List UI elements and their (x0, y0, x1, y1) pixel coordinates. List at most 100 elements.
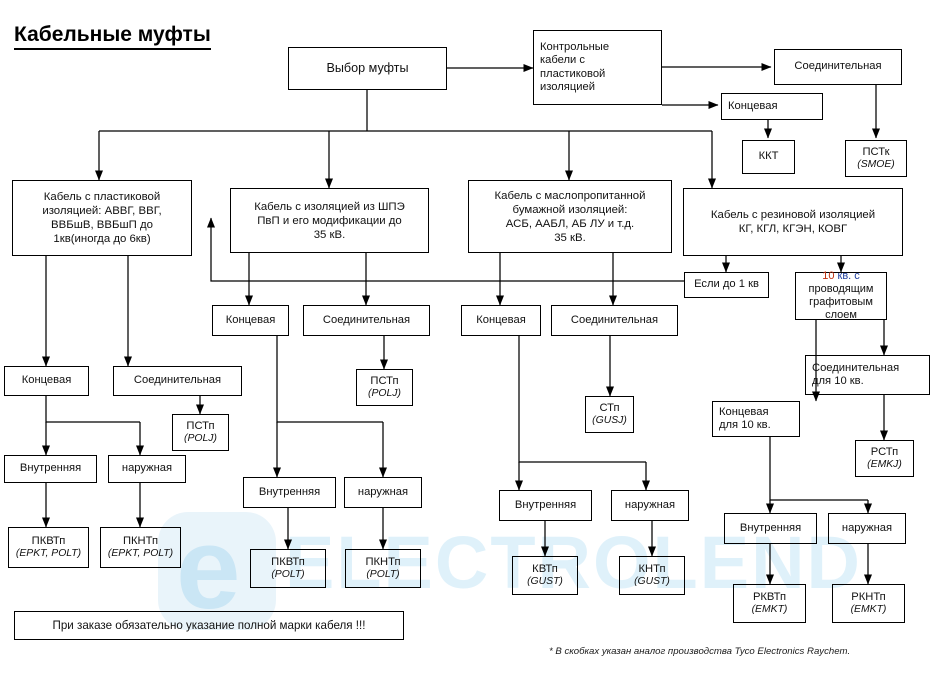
node-xlpe-terminal-label: Концевая (225, 313, 276, 326)
node-pstk-label: ПСТк (862, 145, 890, 158)
node-plastic-pkvtp-analog: (EPKT, POLT) (15, 548, 82, 560)
node-control-cable-label: Контрольные кабели с пластиковой изоляци… (540, 41, 610, 93)
node-rubber-terminal-10kv[interactable]: Концевая для 10 кв. (712, 401, 800, 437)
node-paper-joint[interactable]: Соединительная (551, 305, 678, 336)
node-xlpe-pstp-analog: (POLJ) (368, 388, 401, 400)
order-note-label: При заказе обязательно указание полной м… (52, 618, 366, 632)
node-plastic-pstp-label: ПСТп (186, 419, 215, 432)
node-xlpe-joint[interactable]: Соединительная (303, 305, 430, 336)
node-paper-knhtp-analog: (GUST) (634, 576, 670, 588)
node-rubber-rstp-analog: (EMKJ) (867, 459, 902, 471)
node-xlpe-terminal[interactable]: Концевая (212, 305, 289, 336)
node-rubber-rkvtp[interactable]: РКВТп (EMKT) (733, 584, 806, 623)
node-plastic-outdoor-label: наружная (121, 462, 173, 475)
node-plastic-terminal[interactable]: Концевая (4, 366, 89, 396)
node-category-plastic-label: Кабель с пластиковой изоляцией: АВВГ, ВВ… (42, 191, 162, 245)
node-category-paper-label: Кабель с маслопропитанной бумажной изоля… (494, 189, 646, 244)
node-category-rubber-label: Кабель с резиновой изоляцией КГ, КГЛ, КГ… (710, 209, 876, 235)
node-plastic-pknhtp[interactable]: ПКНТп (EPKT, POLT) (100, 527, 181, 568)
node-plastic-pkvtp[interactable]: ПКВТп (EPKT, POLT) (8, 527, 89, 568)
node-paper-terminal-label: Концевая (476, 313, 526, 326)
node-category-xlpe[interactable]: Кабель с изоляцией из ШПЭ ПвП и его моди… (230, 188, 429, 253)
node-rubber-rknhtp-analog: (EMKT) (850, 604, 887, 616)
node-xlpe-outdoor[interactable]: наружная (344, 477, 422, 508)
node-xlpe-outdoor-label: наружная (357, 485, 409, 498)
node-plastic-pknhtp-label: ПКНТп (122, 534, 159, 547)
node-plastic-joint[interactable]: Соединительная (113, 366, 242, 396)
node-graphite-layer-line1: 10 кв. с (822, 270, 860, 283)
node-paper-outdoor-label: наружная (624, 498, 676, 511)
node-if-up-to-1kv-label: Если до 1 кв (694, 278, 759, 291)
node-plastic-indoor[interactable]: Внутренняя (4, 455, 97, 483)
node-rubber-rstp[interactable]: РСТп (EMKJ) (855, 440, 914, 477)
node-rubber-outdoor-label: наружная (841, 521, 893, 534)
node-pstk[interactable]: ПСТк (SMOE) (845, 140, 907, 177)
node-category-paper[interactable]: Кабель с маслопропитанной бумажной изоля… (468, 180, 672, 253)
node-paper-outdoor[interactable]: наружная (611, 490, 689, 521)
node-rubber-joint-10kv[interactable]: Соединительная для 10 кв. (805, 355, 930, 395)
node-paper-terminal[interactable]: Концевая (461, 305, 541, 336)
node-xlpe-pknhtp-analog: (POLT) (366, 569, 400, 581)
node-paper-stp-analog: (GUSJ) (592, 415, 627, 427)
node-control-terminal[interactable]: Концевая (721, 93, 823, 120)
node-category-rubber[interactable]: Кабель с резиновой изоляцией КГ, КГЛ, КГ… (683, 188, 903, 256)
node-rubber-rknhtp[interactable]: РКНТп (EMKT) (832, 584, 905, 623)
node-control-joint[interactable]: Соединительная (774, 49, 902, 85)
node-control-cable[interactable]: Контрольные кабели с пластиковой изоляци… (533, 30, 662, 105)
node-rubber-rknhtp-label: РКНТп (851, 590, 886, 603)
node-root[interactable]: Выбор муфты (288, 47, 447, 90)
node-control-joint-label: Соединительная (794, 60, 882, 73)
node-graphite-value: 10 (822, 270, 835, 283)
node-plastic-pstp-analog: (POLJ) (184, 433, 217, 445)
node-rubber-terminal-10kv-label: Концевая для 10 кв. (719, 405, 771, 431)
node-category-plastic[interactable]: Кабель с пластиковой изоляцией: АВВГ, ВВ… (12, 180, 192, 256)
node-paper-kvtp-label: КВТп (532, 562, 558, 575)
node-plastic-pstp[interactable]: ПСТп (POLJ) (172, 414, 229, 451)
node-graphite-layer-rest: проводящим графитовым слоем (808, 283, 874, 321)
node-paper-kvtp-analog: (GUST) (527, 576, 563, 588)
node-rubber-indoor-label: Внутренняя (739, 521, 802, 534)
node-plastic-indoor-label: Внутренняя (19, 462, 82, 475)
node-graphite-layer[interactable]: 10 кв. с проводящим графитовым слоем (795, 270, 887, 321)
node-xlpe-pstp[interactable]: ПСТп (POLJ) (356, 369, 413, 406)
footnote: * В скобках указан аналог производства T… (549, 646, 851, 657)
node-paper-knhtp[interactable]: КНТп (GUST) (619, 556, 685, 595)
node-paper-joint-label: Соединительная (570, 313, 659, 326)
node-root-label: Выбор муфты (326, 61, 409, 75)
node-rubber-rkvtp-label: РКВТп (752, 590, 787, 603)
node-rubber-rstp-label: РСТп (870, 445, 899, 458)
node-paper-indoor-label: Внутренняя (514, 498, 577, 511)
node-plastic-joint-label: Соединительная (133, 374, 222, 387)
node-if-up-to-1kv[interactable]: Если до 1 кв (684, 272, 769, 298)
node-rubber-indoor[interactable]: Внутренняя (724, 513, 817, 544)
node-xlpe-joint-label: Соединительная (322, 313, 411, 326)
node-plastic-pknhtp-analog: (EPKT, POLT) (107, 548, 174, 560)
node-graphite-unit: кв. с (834, 270, 860, 283)
node-paper-stp[interactable]: СТп (GUSJ) (585, 396, 634, 433)
node-xlpe-pknhtp[interactable]: ПКНТп (POLT) (345, 549, 421, 588)
page-title: Кабельные муфты (14, 23, 211, 50)
node-xlpe-pstp-label: ПСТп (370, 374, 399, 387)
node-rubber-rkvtp-analog: (EMKT) (751, 604, 788, 616)
node-paper-stp-label: СТп (599, 401, 620, 414)
node-control-terminal-label: Концевая (728, 99, 778, 112)
node-rubber-outdoor[interactable]: наружная (828, 513, 906, 544)
node-xlpe-pkvtp[interactable]: ПКВТп (POLT) (250, 549, 326, 588)
node-category-xlpe-label: Кабель с изоляцией из ШПЭ ПвП и его моди… (254, 200, 405, 241)
node-paper-indoor[interactable]: Внутренняя (499, 490, 592, 521)
node-rubber-joint-10kv-label: Соединительная для 10 кв. (812, 361, 900, 387)
node-plastic-pkvtp-label: ПКВТп (31, 534, 66, 547)
node-xlpe-pkvtp-analog: (POLT) (271, 569, 305, 581)
node-xlpe-indoor[interactable]: Внутренняя (243, 477, 336, 508)
node-paper-kvtp[interactable]: КВТп (GUST) (512, 556, 578, 595)
node-xlpe-indoor-label: Внутренняя (258, 485, 321, 498)
node-xlpe-pknhtp-label: ПКНТп (365, 555, 401, 568)
node-plastic-outdoor[interactable]: наружная (108, 455, 186, 483)
order-note: При заказе обязательно указание полной м… (14, 611, 404, 640)
node-pstk-analog: (SMOE) (857, 159, 895, 171)
node-kkt[interactable]: ККТ (742, 140, 795, 174)
node-xlpe-pkvtp-label: ПКВТп (271, 555, 305, 568)
node-plastic-terminal-label: Концевая (21, 374, 72, 387)
